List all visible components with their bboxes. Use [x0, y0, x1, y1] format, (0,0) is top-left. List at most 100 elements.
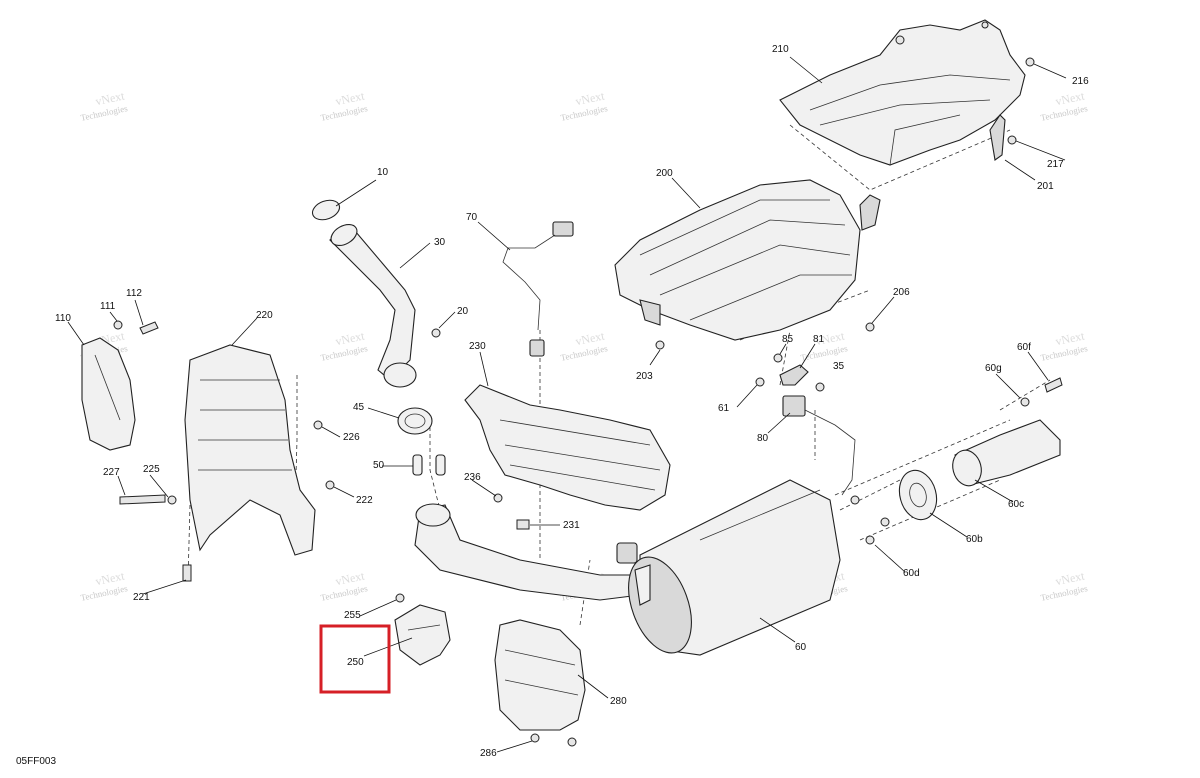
- part-60d-nuts: [850, 495, 890, 545]
- callout-206: 206: [893, 287, 910, 298]
- callout-255: 255: [344, 610, 361, 621]
- part-280-heat-shield: [494, 619, 586, 731]
- callout-60g: 60g: [985, 363, 1002, 374]
- watermark-line1: vNext: [814, 328, 846, 348]
- part-60c-tailpipe: [952, 419, 1061, 487]
- callout-286: 286: [480, 748, 497, 759]
- part-250-bracket: [394, 604, 451, 666]
- callout-203: 203: [636, 371, 653, 382]
- part-200-catalyst-shield: [614, 179, 881, 341]
- callout-60f: 60f: [1017, 342, 1031, 353]
- callout-112: 112: [126, 288, 142, 299]
- part-203-nut: [655, 340, 665, 350]
- watermark-line1: vNext: [334, 88, 366, 108]
- watermark-line1: vNext: [1054, 328, 1086, 348]
- part-60b-gasket: [898, 469, 938, 521]
- callout-111: 111: [100, 301, 116, 312]
- callout-231: 231: [563, 520, 580, 531]
- part-230-heat-shield: [464, 384, 671, 511]
- callout-222: 222: [356, 495, 373, 506]
- highlight-box: [319, 624, 391, 694]
- part-30-front-pipe: [329, 223, 417, 388]
- leader-lines: [67, 56, 1067, 753]
- callout-60c: 60c: [1008, 499, 1024, 510]
- part-10-gasket: [311, 199, 341, 221]
- watermark-line1: vNext: [574, 88, 606, 108]
- callout-200: 200: [656, 168, 673, 179]
- callout-201: 201: [1037, 181, 1054, 192]
- callout-110: 110: [55, 313, 71, 324]
- callout-85: 85: [782, 334, 794, 345]
- callout-30: 30: [434, 237, 446, 248]
- callout-60d: 60d: [903, 568, 920, 579]
- callout-70: 70: [466, 212, 478, 223]
- watermark-line1: vNext: [1054, 88, 1086, 108]
- part-221-clip: [182, 564, 192, 582]
- watermark-line1: vNext: [1054, 568, 1086, 588]
- watermark-line1: vNext: [94, 88, 126, 108]
- callout-220: 220: [256, 310, 273, 321]
- part-60g-washer: [1020, 397, 1030, 407]
- part-112-bolt: [139, 321, 159, 335]
- watermark-line1: vNext: [94, 568, 126, 588]
- part-60f-bolt: [1044, 377, 1063, 393]
- part-226-nut: [313, 420, 323, 430]
- part-80-sensor: [782, 395, 856, 496]
- callout-80: 80: [757, 433, 769, 444]
- part-70-o2-sensor: [502, 221, 574, 357]
- callout-227: 227: [103, 467, 120, 478]
- part-220-heat-shield: [184, 344, 316, 556]
- part-110-heat-shield: [81, 337, 136, 451]
- callout-81: 81: [813, 334, 825, 345]
- part-255-bolt: [395, 593, 405, 603]
- part-206-bolt: [865, 322, 875, 332]
- part-231-clip: [516, 519, 530, 530]
- part-216-bolt: [1025, 57, 1035, 67]
- watermark-line1: vNext: [334, 328, 366, 348]
- callout-35: 35: [833, 361, 845, 372]
- part-50-springs: [412, 454, 446, 476]
- callout-61: 61: [718, 403, 730, 414]
- part-61-clip: [755, 377, 765, 387]
- part-mid-pipe: [414, 503, 641, 601]
- part-217-nut: [1007, 135, 1017, 145]
- callout-225: 225: [143, 464, 160, 475]
- callout-45: 45: [353, 402, 365, 413]
- callout-216: 216: [1072, 76, 1089, 87]
- callout-280: 280: [610, 696, 627, 707]
- callout-236: 236: [464, 472, 481, 483]
- part-222-nut: [325, 480, 335, 490]
- callout-60: 60: [795, 642, 807, 653]
- watermark-line1: vNext: [334, 568, 366, 588]
- part-286-bolts: [530, 733, 577, 747]
- watermark-line1: vNext: [574, 328, 606, 348]
- callout-20: 20: [457, 306, 469, 317]
- callout-labels: 210 216 217 201 200 206 203 85 81 35 61 …: [55, 44, 1089, 759]
- drawing-code: 05FF003: [16, 756, 56, 767]
- callout-250: 250: [347, 657, 364, 668]
- callout-230: 230: [469, 341, 486, 352]
- callout-50: 50: [373, 460, 385, 471]
- callout-10: 10: [377, 167, 389, 178]
- part-111-washer: [113, 320, 123, 330]
- part-85-screw: [773, 353, 783, 363]
- callout-217: 217: [1047, 159, 1064, 170]
- part-20-nut: [431, 328, 441, 338]
- part-210-upper-heat-shield: [779, 19, 1026, 166]
- callout-226: 226: [343, 432, 360, 443]
- part-225-washer: [167, 495, 177, 505]
- part-227-bolt: [119, 494, 166, 505]
- part-35-nut: [815, 382, 825, 392]
- part-81-bracket: [779, 364, 809, 386]
- part-60-muffler: [616, 479, 841, 656]
- callout-221: 221: [133, 592, 150, 603]
